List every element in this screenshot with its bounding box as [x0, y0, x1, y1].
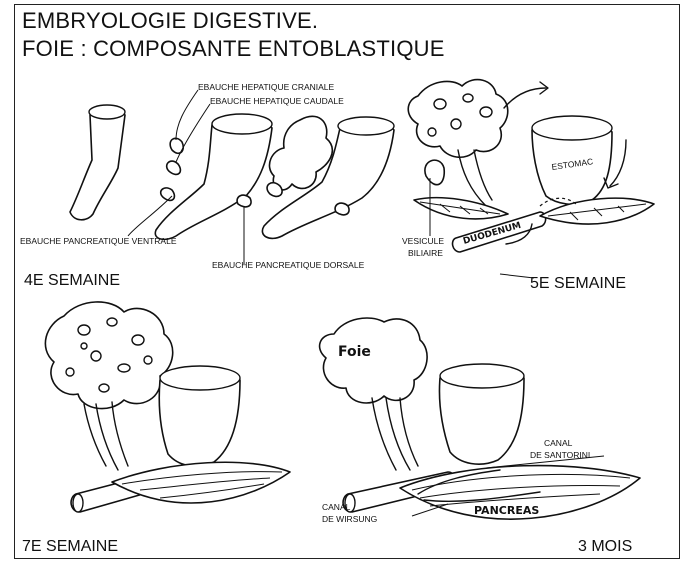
label-wirsung-line-1: CANAL: [322, 502, 351, 512]
pancreatic-bud-ventral: [161, 188, 175, 201]
label-hepatic-bud-cranial: EBAUCHE HEPATIQUE CRANIALE: [198, 82, 335, 92]
gut-tube-stage-1: [70, 105, 125, 220]
hepatic-bud-caudal: [167, 161, 181, 174]
liver-7e: [45, 302, 172, 409]
label-foie: Foie: [338, 344, 371, 360]
label-hepatic-bud-caudal: EBAUCHE HEPATIQUE CAUDALE: [210, 96, 344, 106]
label-wirsung-line-2: DE WIRSUNG: [322, 514, 377, 524]
gallbladder-5e: [425, 160, 444, 185]
label-pancreatic-bud-ventral: EBAUCHE PANCREATIQUE VENTRALE: [20, 236, 177, 246]
label-vesicule-line-1: VESICULE: [402, 236, 444, 246]
pancreatic-bud-dorsal: [237, 195, 251, 207]
label-pancreas: PANCREAS: [474, 504, 539, 517]
label-santorini-line-1: CANAL: [544, 438, 573, 448]
label-pancreatic-bud-dorsal: EBAUCHE PANCREATIQUE DORSALE: [212, 260, 365, 270]
label-vesicule-line-2: BILIAIRE: [408, 248, 443, 258]
pancreas-7e: [112, 462, 290, 503]
label-santorini-line-2: DE SANTORINI: [530, 450, 590, 460]
liver-mass-5e: [408, 80, 508, 158]
gut-tube-stage-3: [262, 116, 394, 238]
gut-stage-7e-semaine: [45, 302, 290, 512]
gut-stage-5e-semaine: [408, 80, 654, 252]
liver-3-mois: [320, 318, 428, 403]
gut-tube-stage-2: [155, 114, 272, 239]
